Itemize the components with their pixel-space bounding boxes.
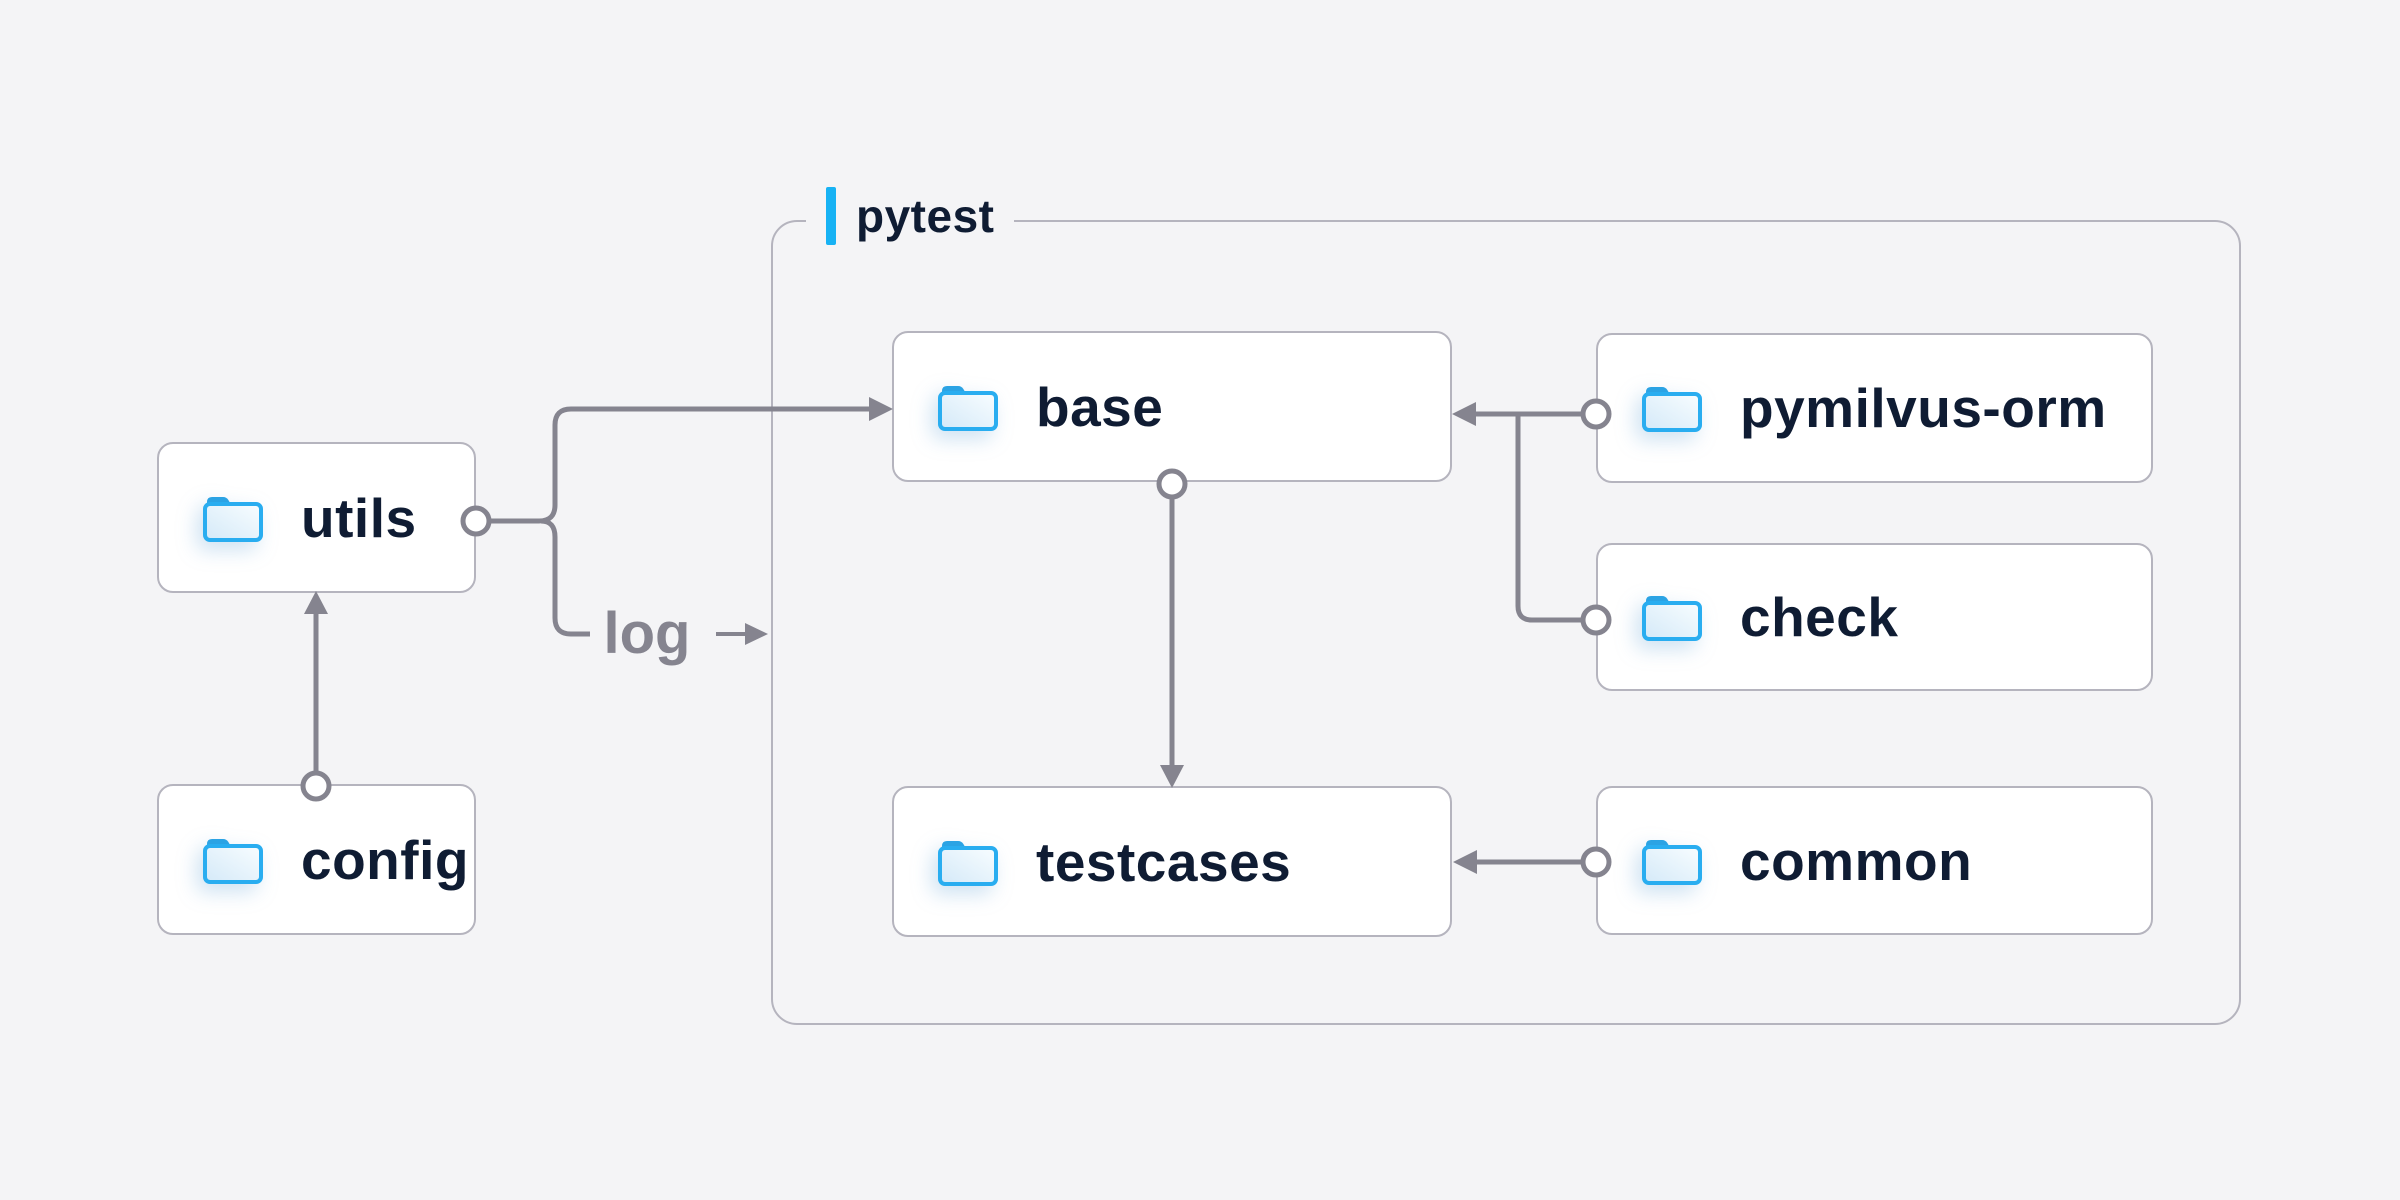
edge-utils-log: [540, 518, 590, 637]
pytest-group-title: pytest: [856, 190, 995, 242]
node-pymilvus-orm: pymilvus-orm: [1596, 333, 2153, 483]
node-label: base: [1036, 375, 1164, 438]
folder-icon: [203, 496, 263, 542]
edge-config-utils-arrowhead-icon: [304, 591, 328, 614]
node-config: config: [157, 784, 476, 935]
folder-icon: [938, 840, 998, 886]
node-label: pymilvus-orm: [1740, 377, 2107, 439]
folder-icon: [1642, 387, 1702, 432]
edge-label-log: log: [603, 601, 691, 666]
node-label: common: [1740, 829, 1973, 892]
node-label: utils: [301, 486, 417, 549]
node-common: common: [1596, 786, 2153, 935]
edge-log-arrowhead-icon: [745, 623, 768, 645]
node-utils: utils: [157, 442, 476, 593]
folder-icon: [1642, 839, 1702, 885]
folder-icon: [203, 838, 263, 884]
folder-icon: [938, 385, 998, 431]
pytest-group-container: [771, 220, 2241, 1025]
node-check: check: [1596, 543, 2153, 691]
accent-bar-icon: [826, 187, 836, 245]
node-base: base: [892, 331, 1452, 482]
node-label: check: [1740, 586, 1899, 648]
pytest-group-label: pytest: [806, 184, 1015, 248]
node-label: testcases: [1036, 830, 1292, 893]
node-label: config: [301, 828, 469, 891]
folder-icon: [1642, 596, 1702, 641]
node-testcases: testcases: [892, 786, 1452, 937]
